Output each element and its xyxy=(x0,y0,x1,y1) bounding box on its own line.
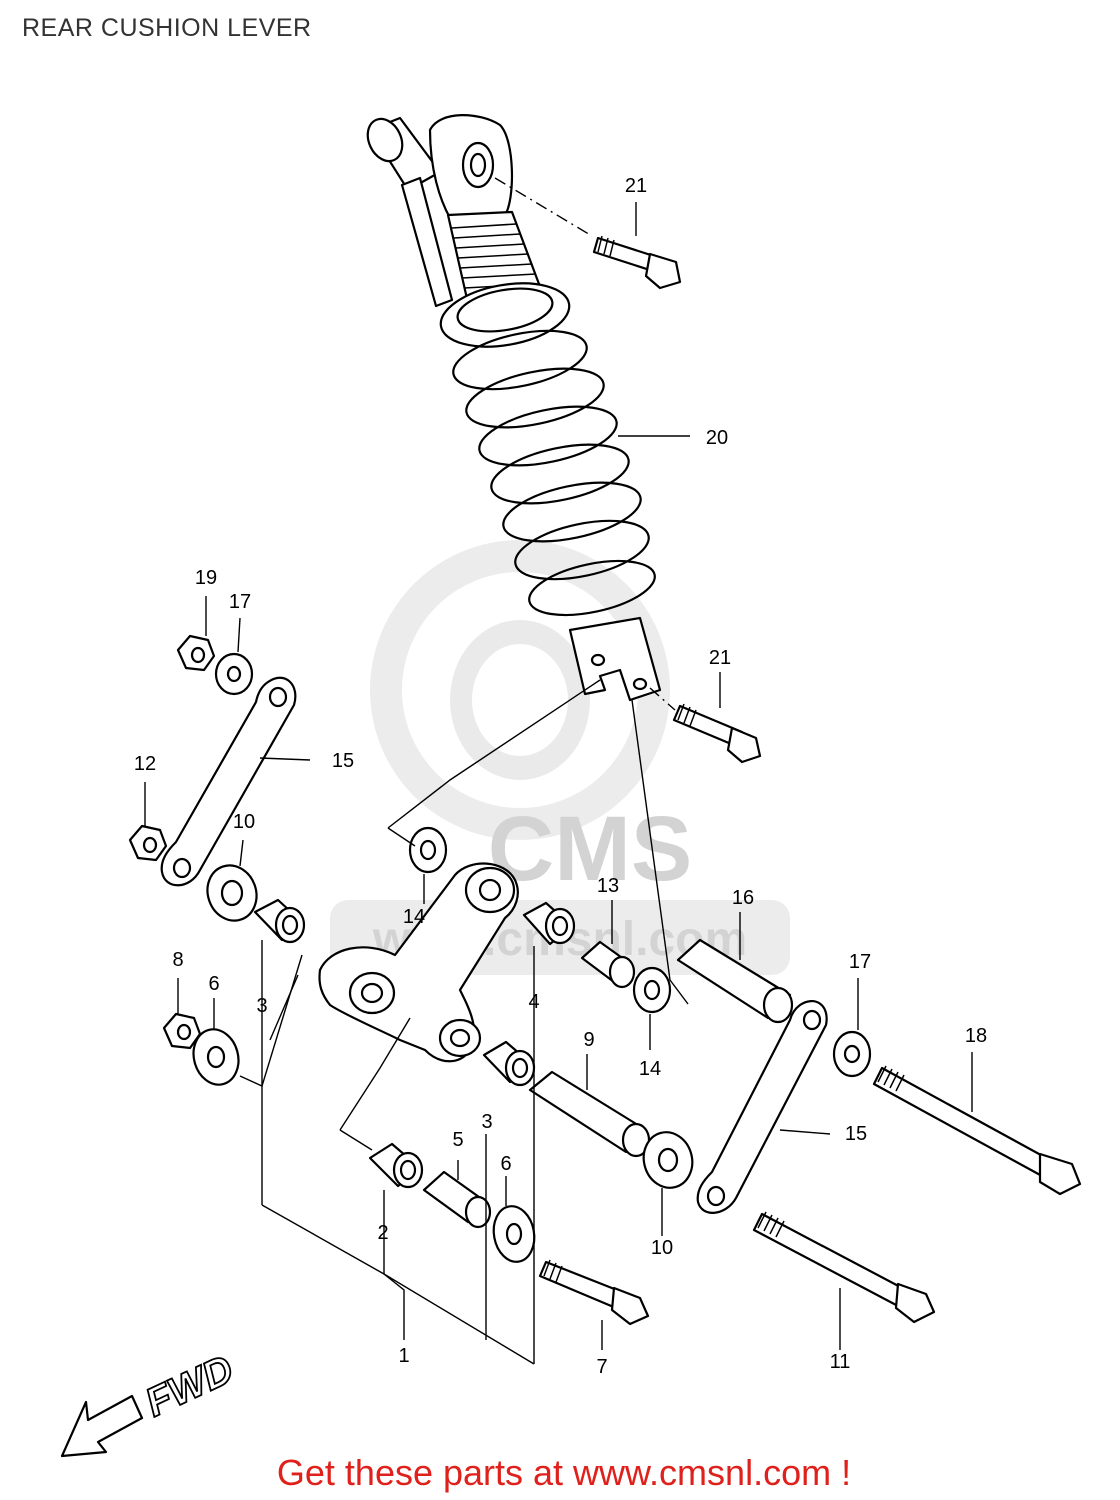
link-rod-part-15-left xyxy=(160,676,297,887)
bolt-part-11 xyxy=(752,1211,936,1324)
callout-15-right: 15 xyxy=(845,1123,867,1145)
dust-seal-part-10-right xyxy=(642,1131,694,1189)
washer-part-6-right xyxy=(492,1205,536,1263)
callout-13: 13 xyxy=(597,875,619,897)
dust-seal-part-10-left xyxy=(206,864,258,922)
collar-part-9 xyxy=(528,1070,651,1158)
callout-15-left: 15 xyxy=(332,750,354,772)
washer-part-17-right xyxy=(832,1030,872,1078)
collar-part-5 xyxy=(422,1170,492,1229)
bearing-part-2 xyxy=(368,1142,424,1189)
bolt-part-18 xyxy=(872,1065,1082,1196)
callout-16: 16 xyxy=(732,887,754,909)
callout-9: 9 xyxy=(583,1029,594,1051)
nut-part-12 xyxy=(128,824,168,862)
callout-20: 20 xyxy=(706,427,728,449)
callout-8: 8 xyxy=(172,949,183,971)
callout-17-right: 17 xyxy=(849,951,871,973)
callout-10-right: 10 xyxy=(651,1237,673,1259)
callout-7: 7 xyxy=(596,1356,607,1378)
washer-part-17-left xyxy=(214,652,254,696)
nut-part-19 xyxy=(176,634,216,672)
callout-21-upper: 21 xyxy=(625,175,647,197)
collar-part-13 xyxy=(580,940,636,989)
shock-absorber-part-20 xyxy=(366,114,662,702)
bolt-part-21-upper xyxy=(592,235,682,290)
callout-2: 2 xyxy=(377,1222,388,1244)
footer-promo-text: Get these parts at www.cmsnl.com ! xyxy=(276,1452,852,1493)
callout-1: 1 xyxy=(398,1345,409,1367)
bolt-part-7 xyxy=(538,1259,650,1326)
washer-part-6-left xyxy=(192,1028,240,1086)
bearing-part-4 xyxy=(522,901,576,946)
callout-14-upper: 14 xyxy=(403,906,425,928)
link-rod-part-15-right xyxy=(696,1000,828,1214)
washer-part-14-lower xyxy=(632,966,672,1014)
fwd-label: FWD xyxy=(139,1347,240,1425)
cushion-lever-part-1 xyxy=(318,862,519,1063)
collar-part-16 xyxy=(676,938,794,1024)
callout-21-lower: 21 xyxy=(709,647,731,669)
watermark-cms-text: CMS xyxy=(488,798,692,900)
diagram-title: REAR CUSHION LEVER xyxy=(22,14,312,42)
callout-11: 11 xyxy=(830,1351,851,1373)
callout-3-lower: 3 xyxy=(481,1111,492,1133)
washer-part-14-upper xyxy=(408,826,448,874)
callout-18: 18 xyxy=(965,1025,987,1047)
callout-19: 19 xyxy=(195,567,217,589)
callout-5: 5 xyxy=(452,1129,463,1151)
callout-4: 4 xyxy=(528,991,539,1013)
part-number-callouts: 21 20 19 17 15 12 10 14 13 16 8 6 3 4 9 … xyxy=(134,175,987,1378)
bolt-part-21-lower xyxy=(672,703,762,764)
bearing-part-3-upper xyxy=(253,898,306,944)
callout-14-lower: 14 xyxy=(639,1058,661,1080)
callout-12: 12 xyxy=(134,753,156,775)
callout-3-upper: 3 xyxy=(256,995,267,1017)
callout-6-right: 6 xyxy=(500,1153,511,1175)
callout-10-left: 10 xyxy=(233,811,255,833)
callout-17-left: 17 xyxy=(229,591,251,613)
fwd-direction-arrow: FWD xyxy=(60,1346,241,1458)
callout-6-left: 6 xyxy=(208,973,219,995)
bearing-part-3-lower xyxy=(482,1040,536,1087)
leader-lines xyxy=(144,177,973,1365)
